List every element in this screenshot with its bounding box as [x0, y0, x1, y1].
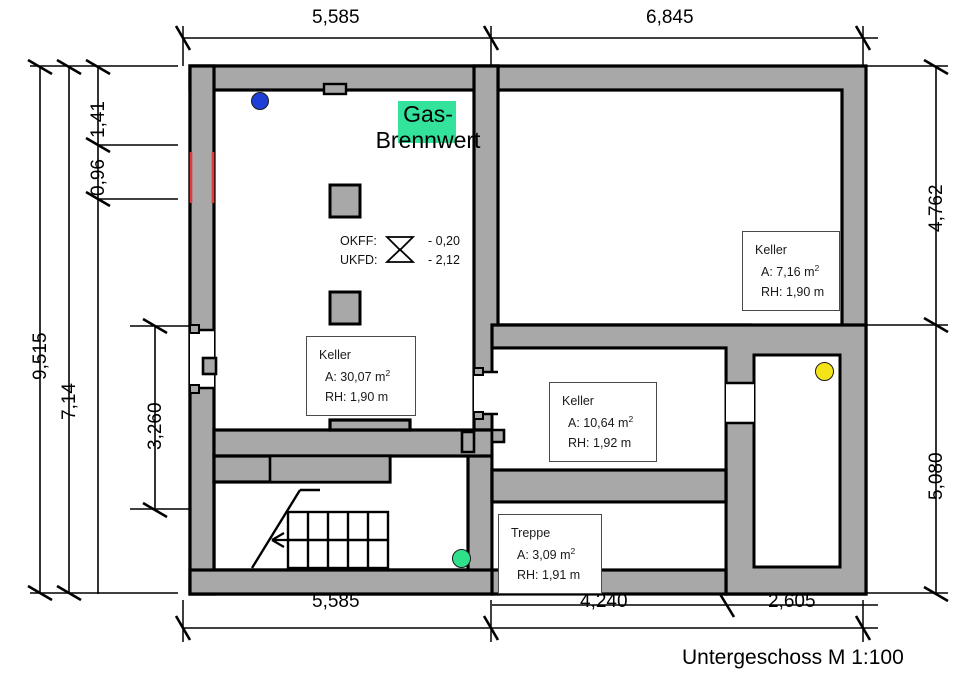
blue-marker-dot[interactable] [251, 92, 269, 110]
dim-right-upper: 4,762 [926, 184, 947, 232]
dimension-lines-left [27, 58, 200, 602]
room-name: Keller [755, 243, 787, 257]
level-symbols [384, 236, 416, 263]
dimension-lines-right [866, 58, 949, 603]
room-name: Keller [562, 394, 594, 408]
dim-bottom-left: 5,585 [312, 591, 360, 612]
dimension-lines-bottom [174, 593, 878, 642]
room-area: A: 10,64 m2 [568, 413, 634, 430]
ukfd-row: UKFD: - 2,12 [340, 251, 460, 270]
interior-walls [188, 64, 868, 596]
room-height: RH: 1,90 m [325, 390, 389, 405]
dimension-lines-top [174, 25, 878, 66]
dim-bottom-mid: 4,240 [580, 591, 628, 612]
dim-top-left: 5,585 [312, 7, 360, 28]
room-height: RH: 1,91 m [517, 568, 581, 583]
dim-top-right: 6,845 [646, 7, 694, 28]
dim-left-inner: 7,14 [59, 383, 80, 420]
gas-label-line2: Brennwert [375, 127, 481, 154]
dim-left-seg-141: 1,41 [88, 101, 109, 138]
level-annotations: OKFF: - 0,20 UKFD: - 2,12 [340, 232, 460, 271]
dim-bottom-right: 2,605 [768, 591, 816, 612]
room-label-treppe: Treppe A: 3,09 m2 RH: 1,91 m [498, 514, 602, 594]
gas-boiler-symbol [398, 101, 456, 143]
okff-value: - 0,20 [428, 234, 460, 248]
room-label-keller-upper-right: Keller A: 7,16 m2 RH: 1,90 m [742, 231, 840, 311]
room-area: A: 30,07 m2 [325, 367, 391, 384]
staircase [250, 488, 390, 570]
room-height: RH: 1,90 m [761, 285, 825, 300]
green-marker-dot[interactable] [452, 549, 471, 568]
okff-row: OKFF: - 0,20 [340, 232, 460, 251]
gas-label-line1: Gas- [403, 101, 453, 127]
room-name: Keller [319, 348, 351, 362]
room-label-keller-main: Keller A: 30,07 m2 RH: 1,90 m [306, 336, 416, 416]
dim-left-outer: 9,515 [30, 332, 51, 380]
gas-boiler-label: Gas- Brennwert [358, 101, 498, 154]
room-area: A: 7,16 m2 [761, 262, 820, 279]
ukfd-label: UKFD: [340, 253, 378, 268]
dim-left-seg-3260: 3,260 [145, 402, 166, 450]
yellow-marker-dot[interactable] [815, 362, 834, 381]
room-area: A: 3,09 m2 [517, 545, 576, 562]
room-height: RH: 1,92 m [568, 436, 632, 451]
dim-right-lower: 5,080 [926, 452, 947, 500]
okff-label: OKFF: [340, 234, 377, 248]
drawing-title: Untergeschoss M 1:100 [682, 646, 904, 669]
room-name: Treppe [511, 526, 551, 540]
ukfd-value: - 2,12 [428, 253, 460, 268]
room-label-keller-mid: Keller A: 10,64 m2 RH: 1,92 m [549, 382, 657, 462]
dim-left-seg-096: 0,96 [88, 159, 109, 196]
